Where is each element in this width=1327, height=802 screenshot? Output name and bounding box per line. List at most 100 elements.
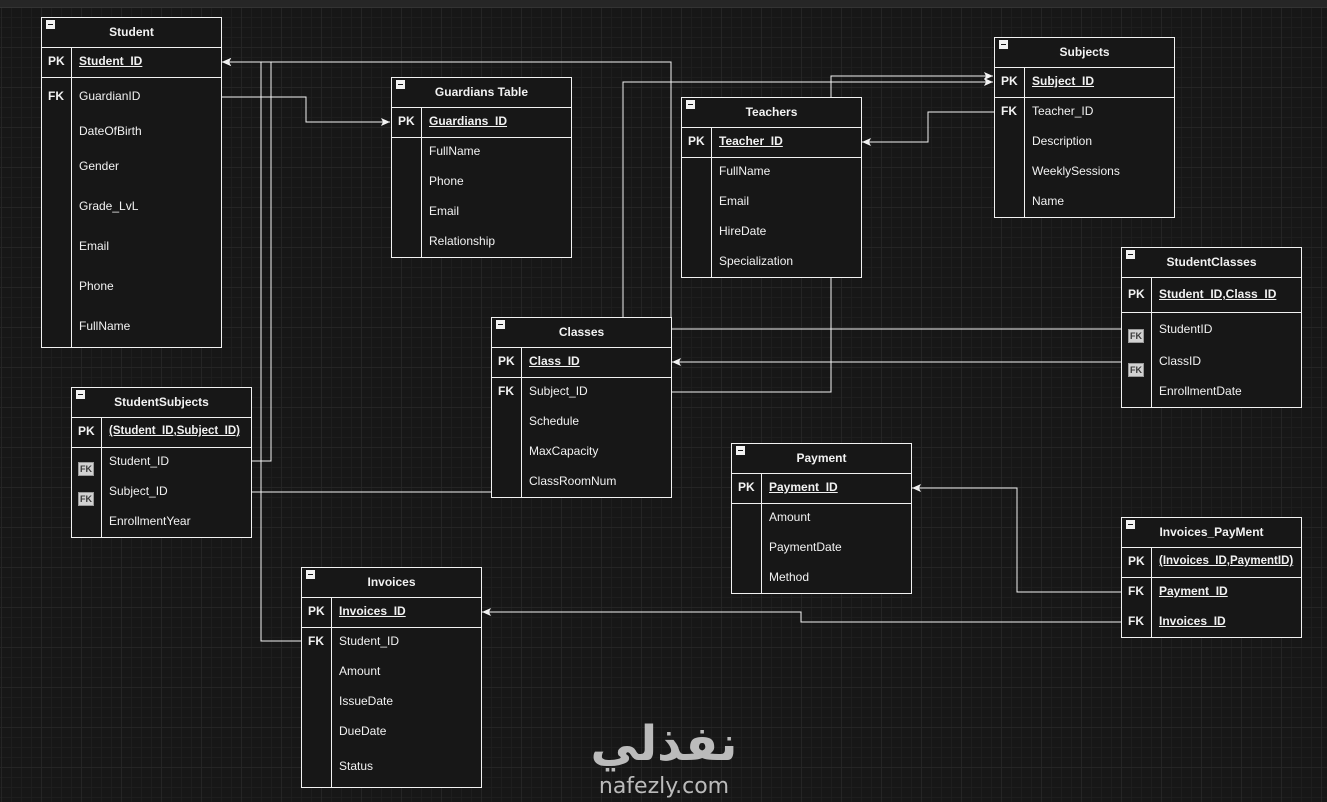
pk-field: Student_ID,Class_ID [1159, 287, 1277, 301]
field: ClassRoomNum [529, 474, 617, 488]
pk-divider [72, 447, 251, 448]
edge-studentsubjects-student [222, 58, 272, 462]
pk-field: Guardians_ID [429, 114, 508, 128]
key-column-divider [1024, 68, 1025, 217]
field: Email [719, 194, 750, 208]
watermark-site: nafezly.com [598, 774, 730, 799]
fk-label: FK [1128, 584, 1144, 598]
field: Name [1032, 194, 1065, 208]
field: PaymentDate [769, 540, 842, 554]
pk-field: (Student_ID,Subject_ID) [109, 425, 240, 437]
key-column-divider [101, 418, 102, 537]
field: Teacher_ID [1032, 104, 1094, 118]
fk-label: FK [308, 634, 324, 648]
pk-field: Student_ID [79, 54, 143, 68]
field: Amount [339, 664, 381, 678]
table-title: Payment [796, 451, 847, 465]
pk-divider [682, 157, 861, 158]
table-header: Classes [492, 318, 671, 348]
invoices-table: Invoices PK Invoices_ID FK Student_ID Am… [301, 567, 482, 788]
collapse-icon [396, 80, 405, 89]
pk-label: PK [308, 604, 325, 618]
edge-studentclasses-student [222, 58, 1121, 330]
fk-badge-icon: FK [1128, 363, 1144, 377]
fk-badge-icon: FK [78, 462, 94, 476]
pk-field: Class_ID [529, 354, 580, 368]
field: Phone [429, 174, 464, 188]
collapse-icon [76, 390, 85, 399]
pk-divider [732, 503, 911, 504]
key-column-divider [331, 598, 332, 787]
pk-divider [42, 77, 221, 78]
field: IssueDate [339, 694, 394, 708]
field: Amount [769, 510, 811, 524]
pk-divider [492, 377, 671, 378]
table-header: Invoices_PayMent [1122, 518, 1301, 548]
collapse-icon [1126, 250, 1135, 259]
field: MaxCapacity [529, 444, 599, 458]
field: Schedule [529, 414, 580, 428]
student-subjects-table: StudentSubjects PK (Student_ID,Subject_I… [71, 387, 252, 538]
field: EnrollmentDate [1159, 384, 1242, 398]
student-classes-table: StudentClasses PK Student_ID,Class_ID FK… [1121, 247, 1302, 408]
edge-subjects-teacher [862, 111, 994, 146]
key-column-divider [421, 108, 422, 257]
collapse-icon [1126, 520, 1135, 529]
fk-label: FK [48, 89, 64, 103]
field: Payment_ID [1159, 584, 1228, 598]
field: Status [339, 759, 374, 773]
subjects-table: Subjects PK Subject_ID FK Teacher_ID Des… [994, 37, 1175, 218]
field: ClassID [1159, 354, 1202, 368]
field: Method [769, 570, 810, 584]
field: DueDate [339, 724, 387, 738]
pk-label: PK [738, 480, 755, 494]
table-header: Guardians Table [392, 78, 571, 108]
table-header: StudentSubjects [72, 388, 251, 418]
table-header: Invoices [302, 568, 481, 598]
field: Gender [79, 159, 120, 173]
table-title: Invoices_PayMent [1159, 525, 1264, 539]
edge-studentsubjects-subject [251, 78, 993, 493]
guardians-table: Guardians Table PK Guardians_ID FullName… [391, 77, 572, 258]
pk-label: PK [1001, 74, 1018, 88]
watermark-logo: نفذلي [590, 716, 738, 772]
key-column-divider [521, 348, 522, 497]
fk-badge-icon: FK [1128, 329, 1144, 343]
pk-divider [1122, 312, 1301, 313]
collapse-icon [736, 446, 745, 455]
pk-label: PK [398, 114, 415, 128]
pk-field: (Invoices_ID,PaymentID) [1159, 555, 1294, 567]
table-header: StudentClasses [1122, 248, 1301, 278]
field: Phone [79, 279, 114, 293]
pk-label: PK [1128, 554, 1145, 568]
table-title: StudentClasses [1166, 255, 1257, 269]
fk-label: FK [1001, 104, 1017, 118]
pk-divider [302, 627, 481, 628]
fk-label: FK [498, 384, 514, 398]
table-header: Payment [732, 444, 911, 474]
table-title: Guardians Table [434, 85, 529, 99]
pk-divider [995, 97, 1174, 98]
pk-label: PK [1128, 287, 1145, 301]
field: GuardianID [79, 89, 141, 103]
pk-field: Invoices_ID [339, 604, 406, 618]
field: StudentID [1159, 322, 1213, 336]
edge-invoices-student [222, 58, 301, 642]
teachers-table: Teachers PK Teacher_ID FullName Email Hi… [681, 97, 862, 278]
edge-invoicespayment-invoice [482, 608, 1121, 623]
table-title: Invoices [367, 575, 416, 589]
key-column-divider [711, 128, 712, 277]
table-title: Teachers [745, 105, 798, 119]
student-table: Student PK Student_ID FK GuardianID Date… [41, 17, 222, 348]
table-title: Subjects [1059, 45, 1110, 59]
table-title: StudentSubjects [114, 395, 209, 409]
field: Email [79, 239, 110, 253]
field: FullName [79, 319, 131, 333]
pk-divider [1122, 577, 1301, 578]
key-column-divider [761, 474, 762, 593]
pk-label: PK [688, 134, 705, 148]
invoices-payment-table: Invoices_PayMent PK (Invoices_ID,Payment… [1121, 517, 1302, 638]
classes-table: Classes PK Class_ID FK Subject_ID Schedu… [491, 317, 672, 498]
pk-divider [392, 137, 571, 138]
table-title: Classes [558, 325, 605, 339]
